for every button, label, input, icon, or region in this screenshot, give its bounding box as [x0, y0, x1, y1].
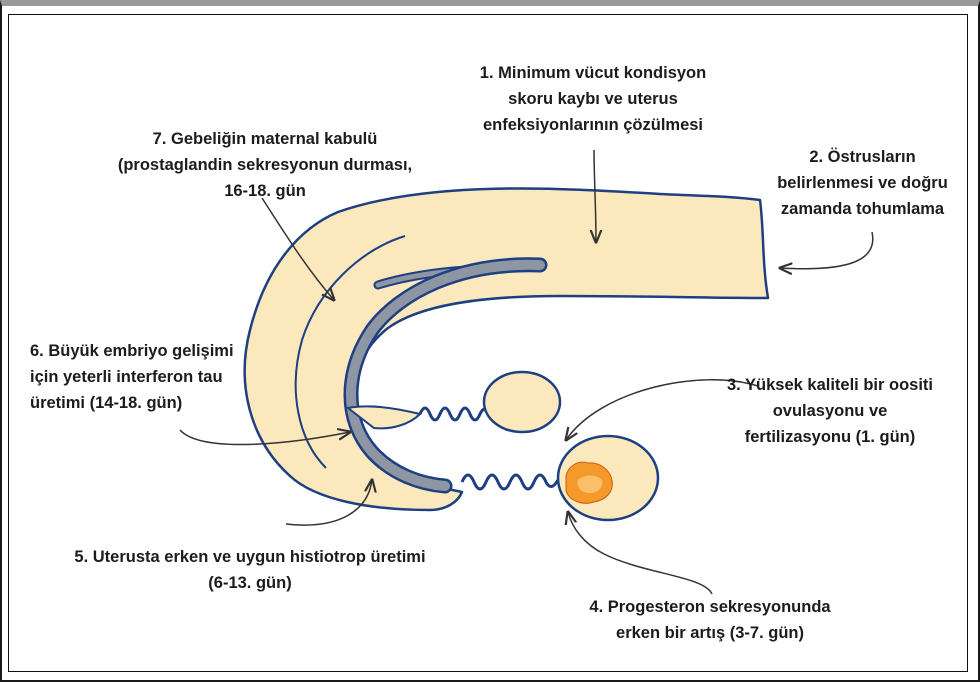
- upper-oviduct: [420, 408, 488, 420]
- uterine-horn: [245, 188, 768, 510]
- step6-label: 6. Büyük embriyo gelişimi için yeterli i…: [30, 338, 245, 416]
- arrow-step4: [568, 512, 712, 594]
- step2-label: 2. Östrusların belirlenmesi ve doğru zam…: [745, 144, 980, 222]
- step1-label: 1. Minimum vücut kondisyon skoru kaybı v…: [448, 60, 738, 138]
- upper-ovary: [484, 372, 560, 432]
- step4-label: 4. Progesteron sekresyonunda erken bir a…: [545, 594, 875, 646]
- arrow-step2: [780, 232, 873, 269]
- step7-label: 7. Gebeliğin maternal kabulü (prostaglan…: [100, 126, 430, 204]
- step3-label: 3. Yüksek kaliteli bir oositi ovulasyonu…: [690, 372, 970, 450]
- lower-oviduct: [462, 475, 558, 489]
- step5-label: 5. Uterusta erken ve uygun histiotrop ür…: [40, 544, 460, 596]
